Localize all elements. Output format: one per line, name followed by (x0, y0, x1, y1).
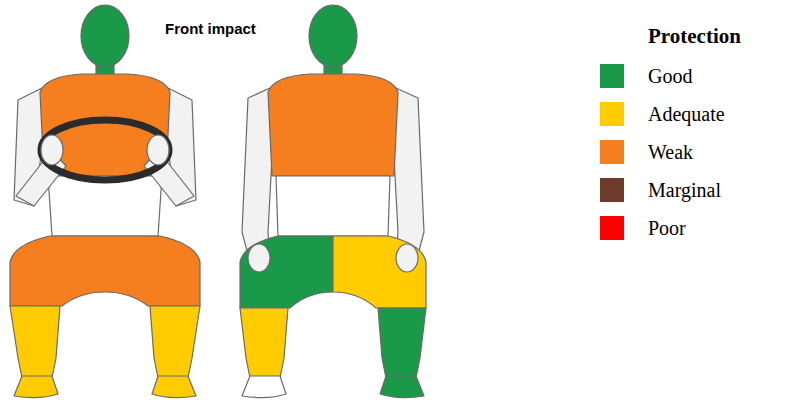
legend-swatch (600, 102, 624, 126)
legend-swatch (600, 64, 624, 88)
lower-leg (240, 308, 288, 378)
lower-leg (10, 306, 60, 378)
legend-entry: Adequate (600, 102, 725, 126)
legend-entry: Marginal (600, 178, 721, 202)
hand (248, 244, 270, 272)
steering-wheel (41, 120, 169, 180)
legend-label: Adequate (648, 103, 725, 126)
thigh (240, 236, 333, 308)
abdomen (276, 176, 390, 236)
legend-label: Poor (648, 217, 686, 240)
heading-label: Front impact (165, 20, 256, 37)
abdomen (48, 176, 162, 236)
legend-label: Good (648, 65, 692, 88)
hand (147, 135, 169, 165)
legend-entry: Weak (600, 140, 693, 164)
chest (40, 74, 170, 176)
driver-dummy (10, 5, 200, 398)
head (309, 5, 357, 67)
foot (152, 376, 196, 398)
legend-swatch (600, 216, 624, 240)
legend-entry: Poor (600, 216, 686, 240)
legend-swatch (600, 178, 624, 202)
thigh (333, 236, 426, 308)
lower-leg (150, 306, 200, 378)
legend-entry: Good (600, 64, 692, 88)
legend-swatch (600, 140, 624, 164)
legend-label: Marginal (648, 179, 721, 202)
hand (41, 135, 63, 165)
chest (268, 74, 398, 176)
foot (14, 376, 58, 398)
legend-label: Weak (648, 141, 693, 164)
lower-leg (378, 308, 426, 378)
foot (380, 376, 424, 398)
head (81, 5, 129, 67)
hand (396, 244, 418, 272)
passenger-dummy (240, 5, 426, 398)
foot (242, 376, 286, 398)
legend-title: Protection (648, 24, 741, 49)
pelvis-thighs (10, 236, 200, 306)
